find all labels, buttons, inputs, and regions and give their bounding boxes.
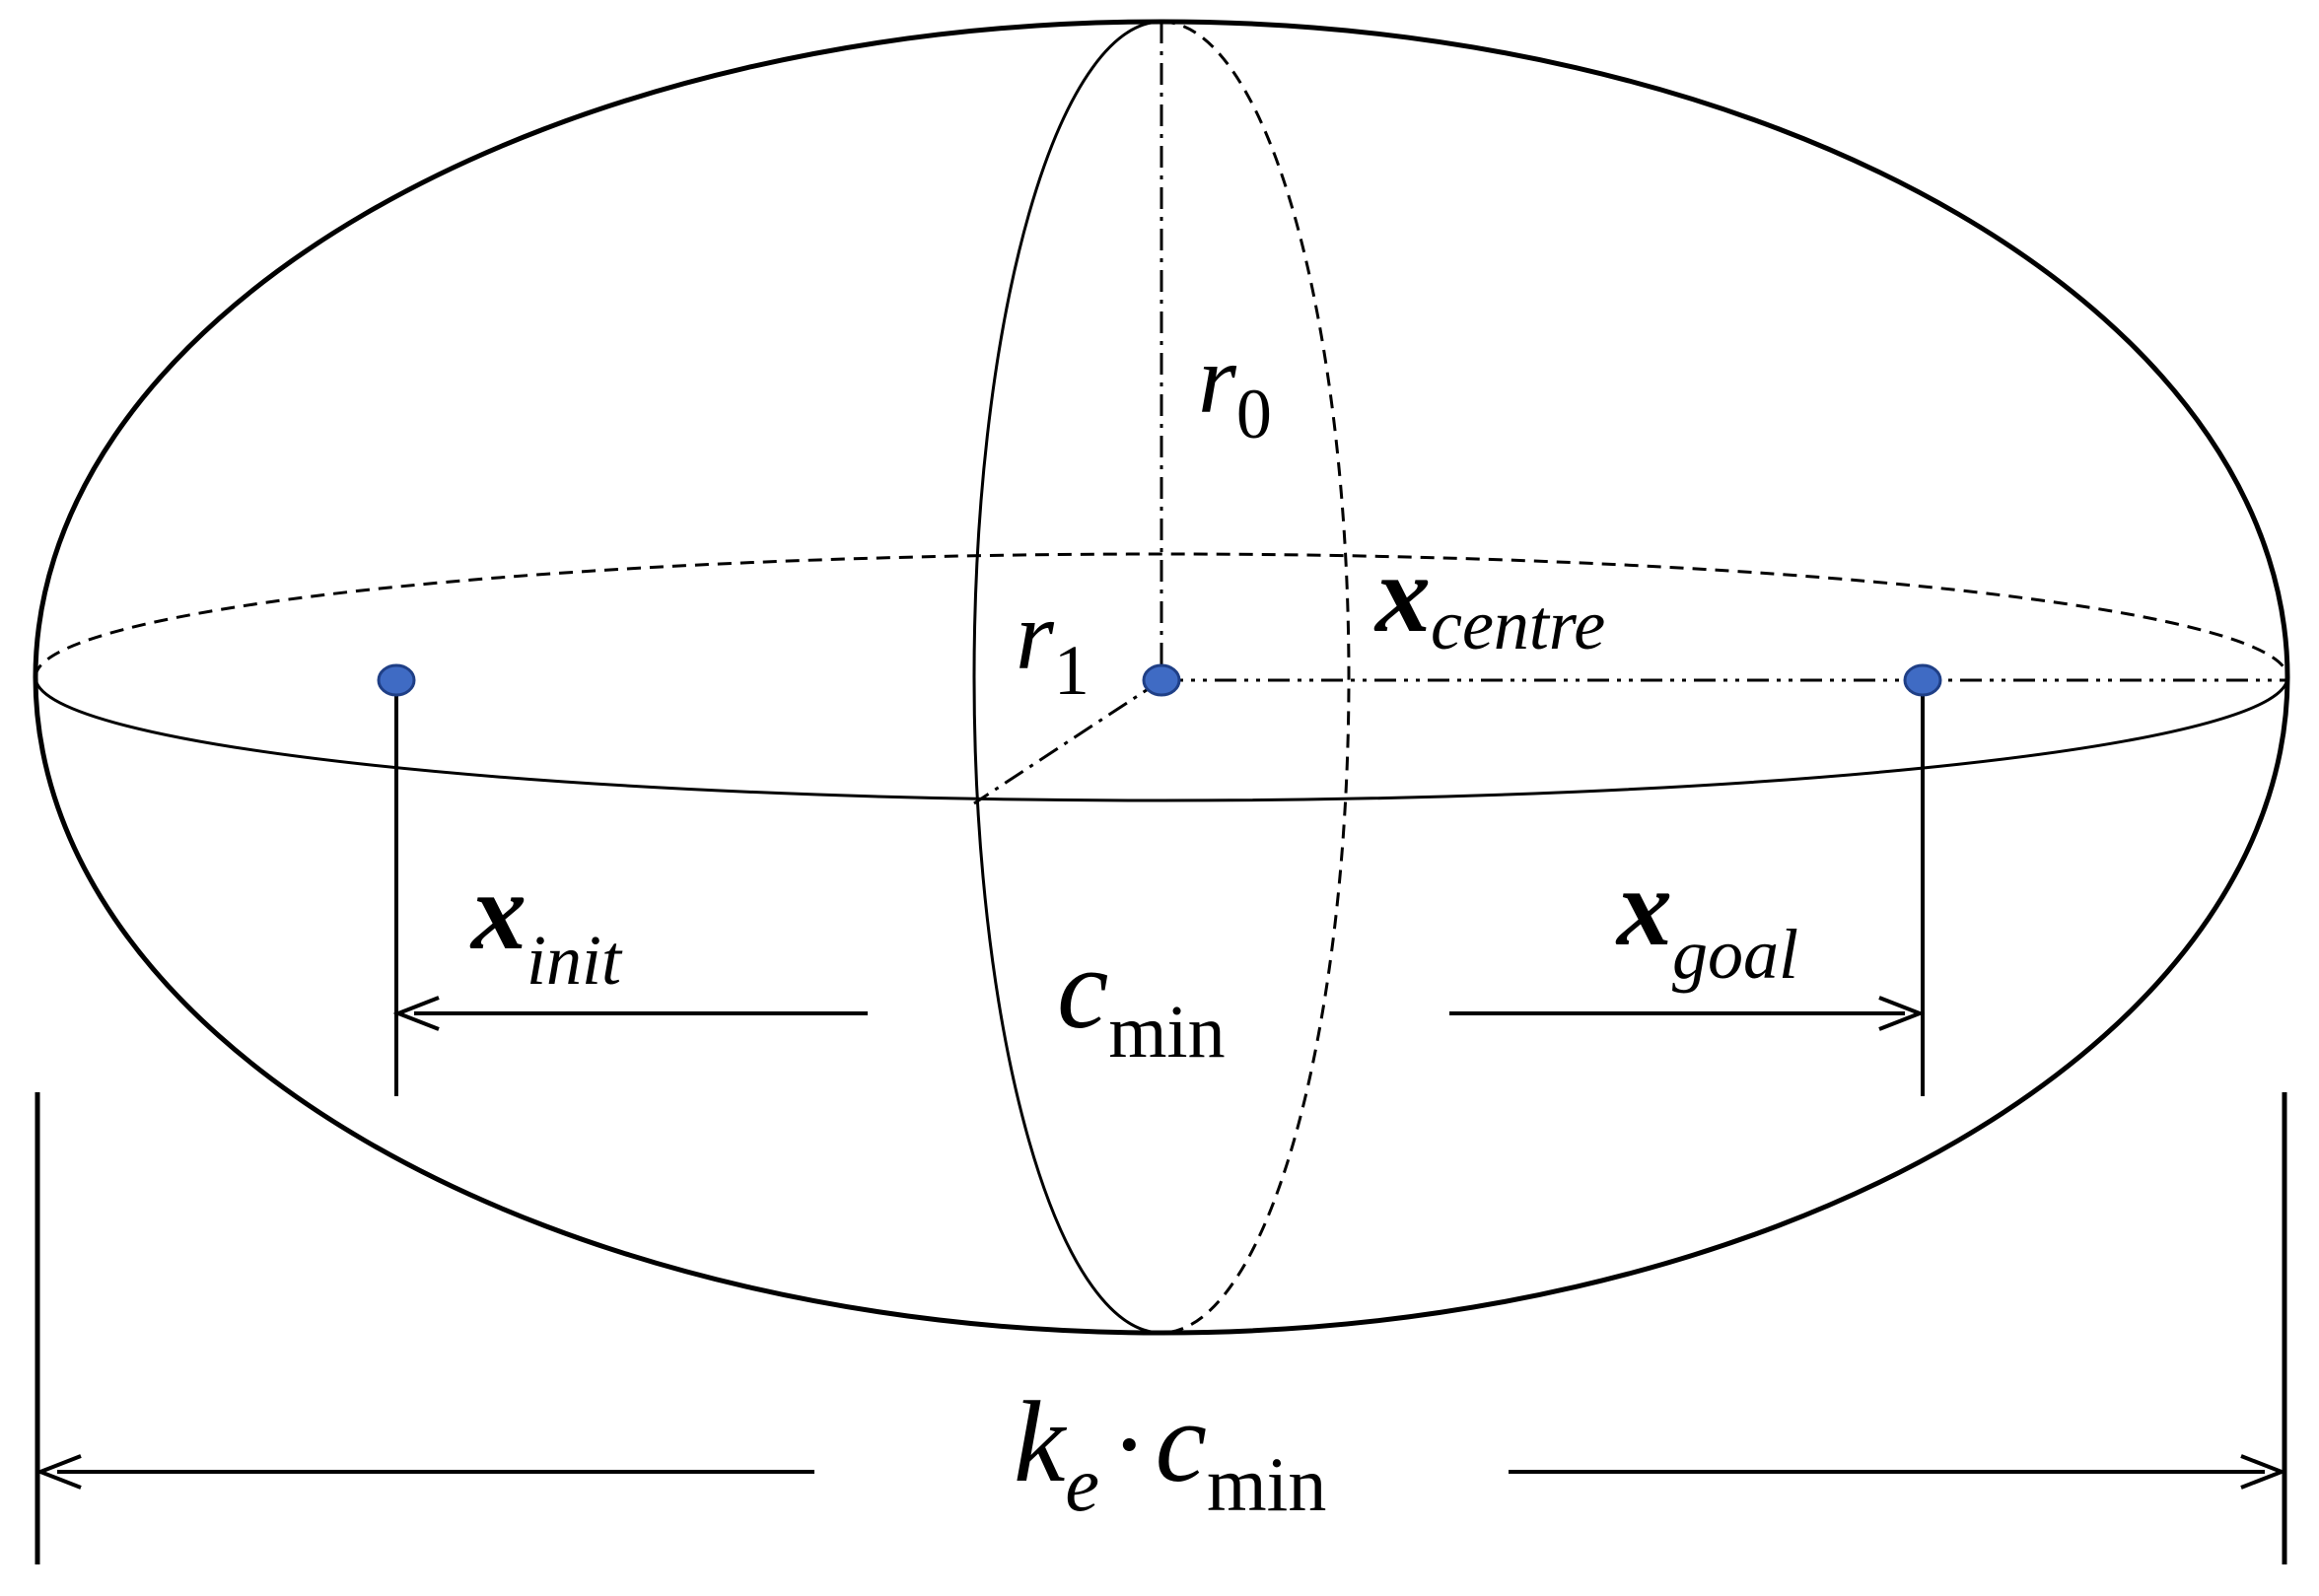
x-goal-point [1903, 663, 1942, 697]
label-x-init-sub: init [527, 921, 623, 1000]
ke-cmin-arrow-right-head [2240, 1454, 2287, 1490]
x-centre-point [1142, 663, 1181, 697]
r1-radius-line [973, 678, 1162, 805]
label-ke-k: k [1014, 1377, 1068, 1506]
equator-back-dashed [34, 552, 2289, 678]
label-ke-c: c [1156, 1377, 1207, 1506]
label-c-min-sub: min [1108, 991, 1225, 1074]
vertical-section-back-dashed [1160, 20, 1351, 1335]
label-r1-main: r [1016, 581, 1055, 690]
label-x-init-main: x [469, 851, 527, 973]
equator-front-solid [34, 676, 2289, 802]
label-x-goal: xgoal [1615, 847, 1798, 994]
label-r1-sub: 1 [1054, 631, 1089, 710]
label-ke-cmin: ke·cmin [1014, 1377, 1326, 1527]
label-x-goal-sub: goal [1672, 915, 1798, 994]
label-c-min-main: c [1057, 924, 1108, 1053]
cmin-arrow-left-head [392, 996, 440, 1031]
label-x-init: xinit [469, 851, 623, 1000]
ke-cmin-arrow-left-head [35, 1454, 82, 1490]
label-r1: r1 [1016, 581, 1089, 710]
vertical-section-front-solid [972, 20, 1162, 1335]
label-c-min: cmin [1057, 924, 1226, 1074]
label-r0-sub: 0 [1236, 375, 1272, 453]
label-ke-sub: e [1065, 1441, 1099, 1527]
label-ke-dot: · [1111, 1384, 1148, 1504]
x-init-point [377, 663, 416, 697]
label-r0-main: r [1198, 324, 1237, 434]
cmin-arrow-right-head [1878, 996, 1926, 1031]
label-x-goal-main: x [1615, 847, 1672, 969]
label-x-centre: xcentre [1373, 533, 1605, 664]
label-r0: r0 [1198, 324, 1272, 453]
label-x-centre-sub: centre [1431, 586, 1605, 664]
label-x-centre-main: x [1373, 533, 1431, 656]
label-ke-c-sub: min [1207, 1441, 1326, 1527]
